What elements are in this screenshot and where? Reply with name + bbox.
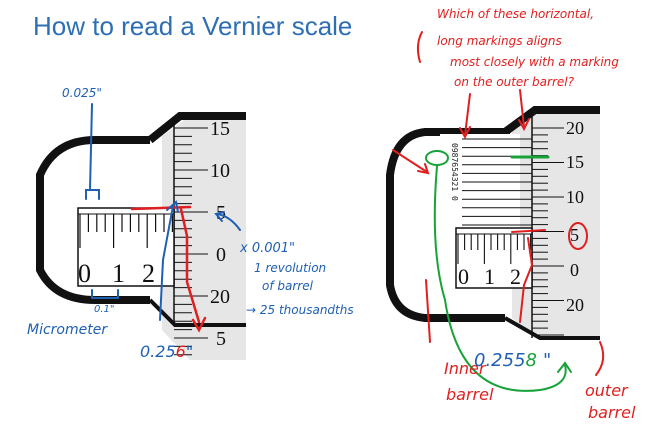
right-sleeve-num-2: 2	[510, 264, 521, 289]
right-sleeve-num-1: 1	[484, 264, 495, 289]
ann-revolution-3: → 25 thousandths	[246, 303, 354, 317]
right-reading-unit: "	[543, 350, 551, 371]
right-thimble-lower	[504, 316, 600, 340]
left-reading-unit: "	[186, 342, 193, 361]
right-sleeve-num-0: 0	[458, 264, 469, 289]
right-thimble-num-20: 20	[566, 118, 584, 138]
right-reading: 0.2558 "	[474, 350, 551, 371]
ann-inner-2: barrel	[446, 385, 494, 404]
ann-01: 0.1"	[94, 304, 115, 315]
ann-x0001: x 0.001"	[239, 241, 295, 256]
question-line-1: Which of these horizontal,	[437, 7, 594, 21]
page-title: How to read a Vernier scale	[33, 11, 352, 41]
question-line-3: most closely with a marking	[450, 55, 619, 69]
right-thimble-num-20b: 20	[566, 295, 584, 315]
left-thimble-num-15: 15	[210, 118, 230, 140]
left-reading-main: 0.25	[140, 342, 176, 361]
left-reading: 0.256"	[140, 342, 193, 361]
left-sleeve-ticks	[79, 214, 173, 248]
left-reading-digit: 6	[176, 342, 186, 361]
right-thimble-num-0: 0	[570, 260, 579, 280]
left-thimble-lower	[148, 298, 246, 327]
right-vernier-region	[440, 134, 520, 228]
ann-0025: 0.025"	[62, 86, 102, 100]
question-line-2: long markings aligns	[437, 34, 562, 48]
ann-outer-1: outer	[585, 381, 629, 400]
ann-revolution-2: of barrel	[262, 279, 314, 293]
right-sleeve-ticks	[457, 234, 532, 264]
right-sleeve	[455, 227, 533, 289]
right-reading-main: 0.255	[474, 350, 526, 371]
right-thimble-ticks	[532, 127, 564, 336]
left-annotations: 0.025" 0.1" Micrometer x 0.001" 1 revolu…	[27, 86, 354, 361]
left-thimble-ticks	[174, 127, 208, 356]
right-reading-digit: 8	[526, 350, 537, 371]
left-thimble-num-20: 20	[210, 286, 230, 308]
question-line-4: on the outer barrel?	[454, 75, 575, 89]
ann-revolution-1: 1 revolution	[254, 261, 326, 275]
ann-micrometer: Micrometer	[27, 322, 108, 338]
red-circle-5	[568, 222, 588, 250]
right-thimble-num-15: 15	[566, 152, 584, 172]
right-thimble-body	[512, 110, 600, 340]
left-thimble-outline	[147, 112, 246, 144]
right-annotations: Which of these horizontal, long markings…	[392, 7, 636, 422]
left-sleeve-num-1: 1	[112, 259, 125, 288]
right-thimble-num-10: 10	[566, 187, 584, 207]
right-vernier-digits: 0987654321 0	[450, 143, 459, 201]
left-sleeve	[77, 207, 175, 287]
left-thimble-num-0: 0	[216, 244, 226, 266]
right-micrometer: 0987654321 0 0 1 2 20 15 10 5 0 20	[386, 106, 600, 340]
right-thimble-outline	[502, 106, 600, 136]
left-sleeve-num-0: 0	[78, 259, 91, 288]
left-sleeve-num-2: 2	[142, 259, 155, 288]
ann-inner-1: Inner	[444, 359, 487, 378]
left-frame	[36, 136, 150, 304]
left-thimble-num-5b: 5	[216, 328, 226, 350]
right-frame	[386, 128, 510, 322]
left-thimble-body	[162, 116, 246, 360]
left-micrometer: 0 1 2 15 10 5 0 20 5	[36, 112, 246, 360]
ann-outer-2: barrel	[588, 403, 636, 422]
left-thimble-num-10: 10	[210, 160, 230, 182]
right-thimble-num-5: 5	[570, 225, 579, 245]
